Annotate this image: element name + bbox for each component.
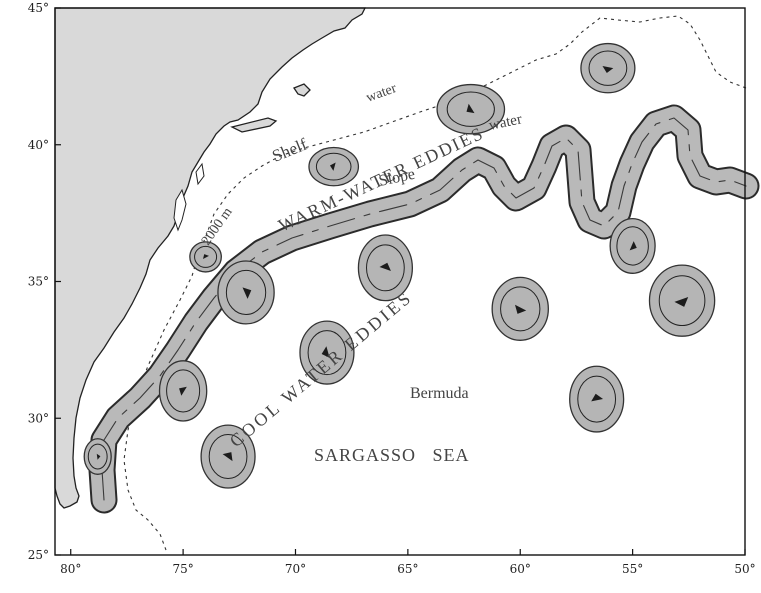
eddy-rotation-arrow (329, 162, 336, 171)
cool-water-eddy (648, 264, 716, 337)
eddies-layer (83, 42, 716, 489)
cool-water-eddy (609, 217, 656, 274)
cool-water-eddy (217, 260, 275, 325)
isobath-2000m-label: 2000 m (199, 205, 236, 248)
eddy-rotation-arrow (602, 66, 614, 74)
x-tick-label: 70° (285, 562, 306, 576)
long-island (230, 117, 278, 133)
eddy-rotation-arrow (629, 241, 637, 251)
eddy-core (446, 91, 495, 127)
eddy-rotation-arrow (222, 452, 233, 462)
eddy-core (166, 369, 201, 413)
eddy-rotation-arrow (321, 346, 330, 358)
cool-water-eddy (158, 360, 208, 422)
eddy-core (500, 286, 541, 332)
eddy-core (658, 275, 706, 327)
cool-water-eddy (200, 424, 256, 489)
eddy-core (225, 269, 267, 315)
y-tick-label: 35° (28, 275, 49, 289)
chesapeake-bay (173, 188, 187, 232)
eddy-core (588, 50, 628, 86)
slope-water-label: water (488, 111, 524, 134)
delaware-bay (195, 162, 205, 186)
eddy-core (366, 244, 405, 292)
eddy-rotation-arrow (674, 296, 689, 307)
y-tick-label: 40° (28, 138, 49, 152)
warm-water-eddy (580, 42, 636, 94)
eddy-core (315, 152, 352, 181)
warm-water-eddy (189, 241, 222, 273)
warm-water-eddy (308, 146, 360, 187)
eddy-core (87, 443, 108, 470)
eddy-rotation-arrow (179, 386, 187, 396)
warm-water-eddy (436, 83, 506, 135)
eddy-rotation-arrow (514, 304, 527, 314)
eddy-rotation-arrow (379, 262, 391, 272)
eddy-rotation-arrow (203, 254, 209, 259)
eddy-rotation-arrow (96, 453, 101, 460)
cool-water-eddy (357, 234, 414, 302)
eddy-core (577, 375, 617, 423)
y-tick-label: 25° (28, 548, 49, 562)
eddy-rotation-arrow (466, 103, 475, 114)
shelf-label: Shelf (269, 135, 310, 166)
axis-ticks: 80° 75° 70° 65° 60° 55° 50° 45° 40° 35° 30° 25° (28, 1, 756, 576)
sargasso-sea-label: SARGASSO SEA (314, 445, 470, 465)
cape-cod (293, 83, 311, 97)
y-tick-label: 30° (28, 411, 49, 425)
x-tick-label: 75° (172, 562, 193, 576)
bermuda-label: Bermuda (410, 385, 469, 402)
eddy-core (307, 330, 347, 376)
eddy-core (194, 245, 218, 268)
y-tick-label: 45° (28, 1, 49, 15)
x-tick-label: 55° (622, 562, 643, 576)
cool-water-eddy (569, 365, 625, 433)
x-tick-label: 80° (60, 562, 81, 576)
cool-water-eddy (299, 320, 355, 385)
cool-water-eddy (83, 438, 112, 475)
shelf-water-label: water (364, 81, 399, 106)
eddy-rotation-arrow (591, 393, 604, 402)
eddy-core (208, 434, 248, 480)
x-tick-label: 60° (510, 562, 531, 576)
eddy-core (616, 226, 649, 266)
gulf-stream-axis (101, 117, 747, 501)
cool-water-eddy (491, 276, 549, 341)
eddy-rotation-arrow (242, 287, 252, 299)
x-tick-label: 65° (397, 562, 418, 576)
x-tick-label: 50° (734, 562, 755, 576)
